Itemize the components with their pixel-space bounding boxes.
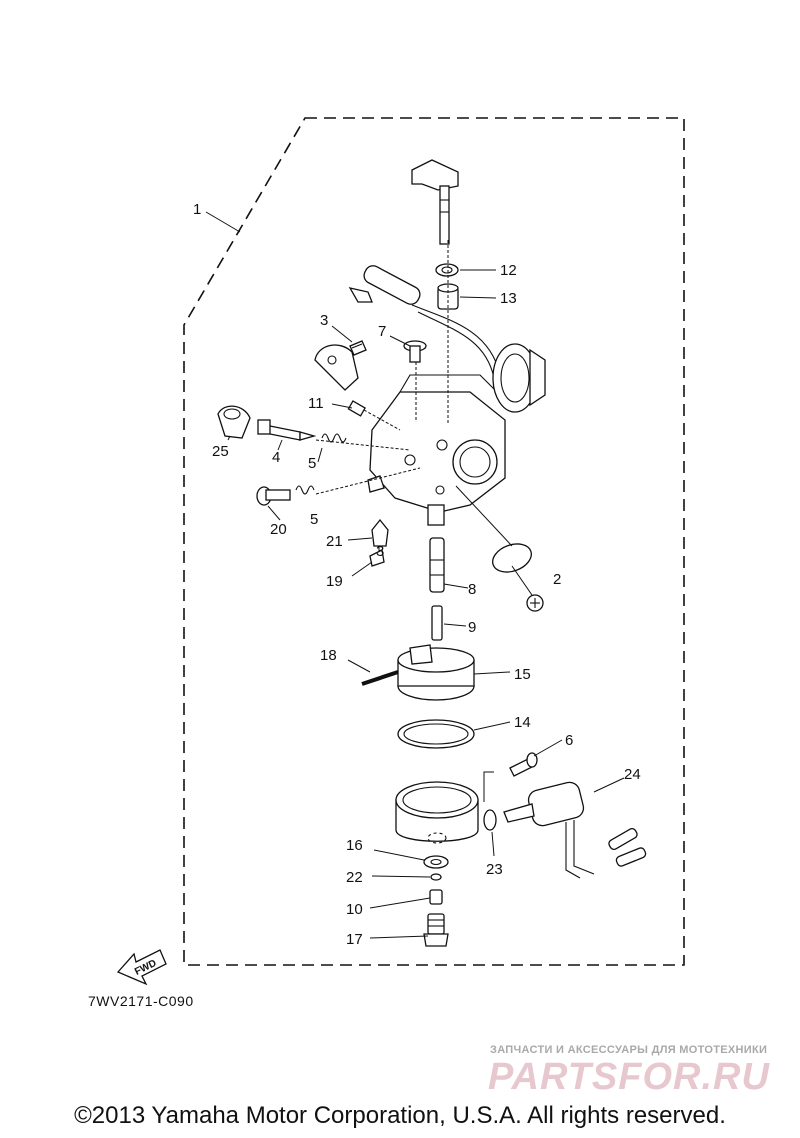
float-bowl-part: [395, 781, 479, 844]
screw-6-part: [509, 752, 538, 777]
callout-24: 24: [624, 766, 641, 783]
callout-12: 12: [500, 262, 517, 279]
callout-2: 2: [553, 571, 561, 588]
callout-3a: 3: [320, 312, 328, 329]
solenoid-24-part: [503, 781, 647, 879]
jet-9-part: [431, 605, 443, 641]
copyright-notice: ©2013 Yamaha Motor Corporation, U.S.A. A…: [74, 1102, 726, 1129]
assembly-outline: [183, 117, 685, 966]
pin-18-part: [361, 670, 399, 686]
callout-9: 9: [468, 619, 476, 636]
needle-21-part: [371, 518, 389, 547]
callout-8: 8: [468, 581, 476, 598]
callout-6: 6: [565, 732, 573, 749]
screw-20-part: [256, 486, 291, 506]
callout-14: 14: [514, 714, 531, 731]
oring-23-part: [483, 809, 497, 831]
callout-3b: 3: [376, 543, 384, 560]
callout-11: 11: [308, 395, 324, 412]
plate-part: [314, 344, 359, 391]
callout-17: 17: [346, 931, 363, 948]
drawing-code: 7WV2171-C090: [88, 993, 194, 1009]
callout-10: 10: [346, 901, 363, 918]
spring-5b-part: [295, 485, 315, 495]
throttle-shaft-part: [411, 159, 459, 245]
callout-18: 18: [320, 647, 337, 664]
callout-19: 19: [326, 573, 343, 590]
watermark-logo: PARTSFOR.RU: [488, 1056, 770, 1098]
screw-3a-part: [349, 340, 367, 356]
callout-1: 1: [193, 201, 201, 218]
jet-10-part: [429, 889, 443, 905]
washer-12-part: [435, 263, 459, 277]
callout-7: 7: [378, 323, 386, 340]
throttle-plate-part: [492, 543, 532, 573]
cap-25-part: [217, 405, 251, 439]
spring-5a-part: [321, 433, 347, 443]
callout-5b: 5: [310, 511, 318, 528]
callout-22: 22: [346, 869, 363, 886]
jet-11-part: [347, 400, 366, 417]
washer-16-part: [423, 855, 449, 869]
callout-16: 16: [346, 837, 363, 854]
oring-22-part: [430, 873, 442, 881]
callout-20: 20: [270, 521, 287, 538]
leader-lines: [205, 211, 625, 939]
fwd-arrow-icon: FWD: [116, 949, 167, 986]
nozzle-8-part: [429, 537, 445, 593]
screw-2-part: [511, 565, 544, 612]
pilot-screw-4-part: [257, 419, 317, 441]
watermark-subtitle: ЗАПЧАСТИ И АКСЕССУАРЫ ДЛЯ МОТОТЕХНИКИ: [490, 1044, 768, 1056]
callout-25: 25: [212, 443, 229, 460]
float-15-part: [397, 644, 475, 701]
callout-labels: 1 12 13 3 7 11 25 4 5 20 5 21 3 19 2 8 9…: [193, 201, 641, 948]
callout-15: 15: [514, 666, 531, 683]
wire-harness-part: [348, 265, 501, 379]
callout-23: 23: [486, 861, 503, 878]
callout-21: 21: [326, 533, 343, 550]
callout-13: 13: [500, 290, 517, 307]
screw-7-part: [403, 340, 427, 363]
gasket-14-part: [397, 719, 475, 749]
drain-screw-17-part: [423, 913, 449, 947]
carburetor-body-part: [367, 343, 546, 526]
callout-5a: 5: [308, 455, 316, 472]
callout-4: 4: [272, 449, 280, 466]
